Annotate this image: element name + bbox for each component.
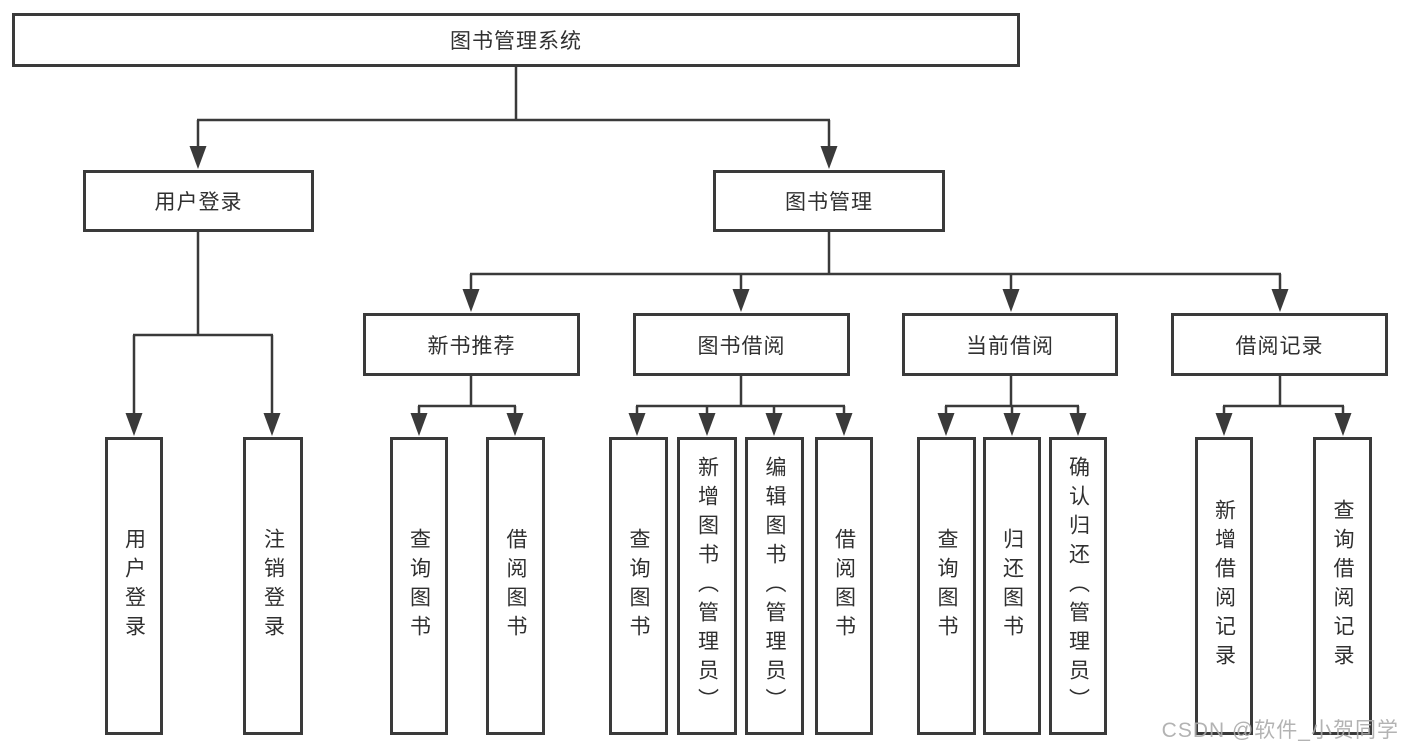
leaf-query-books-current: 查询图书 (917, 437, 976, 735)
connector-new-book-recommend-to-leaves (410, 376, 524, 436)
node-borrow-records: 借阅记录 (1171, 313, 1388, 376)
leaf-logout: 注销登录 (243, 437, 303, 735)
connector-root-to-level2 (189, 67, 838, 169)
leaf-borrow-books: 借阅图书 (815, 437, 873, 735)
leaf-add-borrow-record: 新增借阅记录 (1195, 437, 1253, 735)
node-current-borrow: 当前借阅 (902, 313, 1118, 376)
node-book-borrow: 图书借阅 (633, 313, 850, 376)
leaf-user-login: 用户登录 (105, 437, 163, 735)
leaf-query-books-recommend: 查询图书 (390, 437, 448, 735)
node-book-management: 图书管理 (713, 170, 945, 232)
csdn-watermark: CSDN @软件_小贺同学 (1161, 719, 1399, 742)
leaf-edit-book-admin: 编辑图书（管理员） (745, 437, 804, 735)
leaf-confirm-return-admin: 确认归还（管理员） (1049, 437, 1107, 735)
connector-user-login-to-leaves (125, 232, 281, 436)
leaf-query-borrow-record: 查询借阅记录 (1313, 437, 1372, 735)
leaf-query-books-borrow: 查询图书 (609, 437, 668, 735)
leaf-return-books: 归还图书 (983, 437, 1041, 735)
node-library-system: 图书管理系统 (12, 13, 1020, 67)
connector-borrow-records-to-leaves (1215, 376, 1352, 436)
leaf-add-book-admin: 新增图书（管理员） (677, 437, 737, 735)
connector-book-borrow-to-leaves (628, 376, 853, 436)
leaf-borrow-books-recommend: 借阅图书 (486, 437, 545, 735)
node-user-login: 用户登录 (83, 170, 314, 232)
connector-current-borrow-to-leaves (937, 376, 1087, 436)
connector-book-management-to-level3 (462, 232, 1289, 312)
node-new-book-recommend: 新书推荐 (363, 313, 580, 376)
